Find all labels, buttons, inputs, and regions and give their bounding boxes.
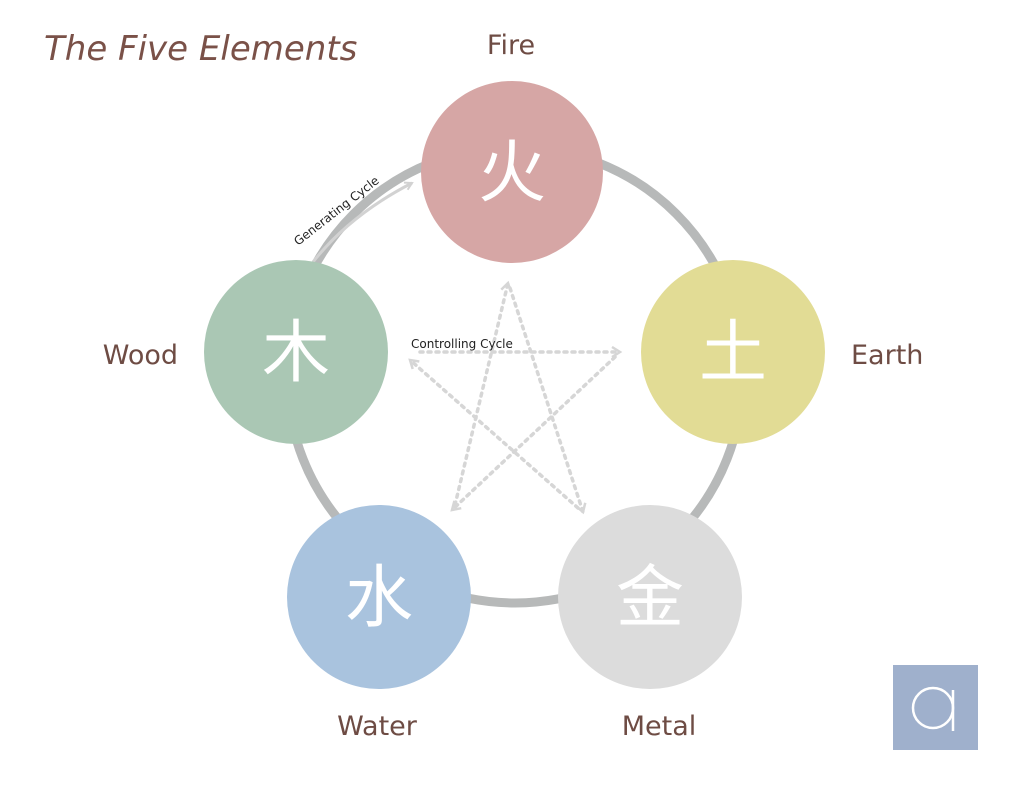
- metal-label: Metal: [622, 711, 697, 742]
- element-metal: 金 Metal: [558, 505, 742, 742]
- star-line-water-fire: [453, 283, 508, 507]
- element-wood: 木 Wood: [103, 260, 388, 444]
- wood-label: Wood: [103, 340, 178, 371]
- fire-glyph: 火: [478, 134, 546, 213]
- water-label: Water: [337, 711, 418, 742]
- earth-glyph: 土: [699, 314, 767, 393]
- wood-glyph: 木: [262, 314, 330, 393]
- element-water: 水 Water: [287, 505, 471, 742]
- water-glyph: 水: [345, 559, 413, 638]
- generating-cycle-arrow: [311, 183, 412, 263]
- fire-label: Fire: [487, 30, 535, 61]
- controlling-cycle-star: [410, 283, 620, 512]
- element-fire: 火 Fire: [421, 30, 603, 263]
- fire-circle: [421, 81, 603, 263]
- metal-glyph: 金: [616, 559, 684, 638]
- water-circle: [287, 505, 471, 689]
- page-title: The Five Elements: [44, 29, 357, 69]
- controlling-cycle-label: Controlling Cycle: [411, 337, 513, 351]
- wood-circle: [204, 260, 388, 444]
- metal-circle: [558, 505, 742, 689]
- earth-label: Earth: [851, 340, 923, 371]
- logo-square: [893, 665, 978, 750]
- star-line-earth-water: [450, 355, 617, 512]
- star-line-metal-wood: [410, 358, 580, 510]
- element-earth: 土 Earth: [641, 260, 923, 444]
- earth-circle: [641, 260, 825, 444]
- star-line-fire-metal: [508, 286, 583, 512]
- brand-logo: [893, 665, 978, 750]
